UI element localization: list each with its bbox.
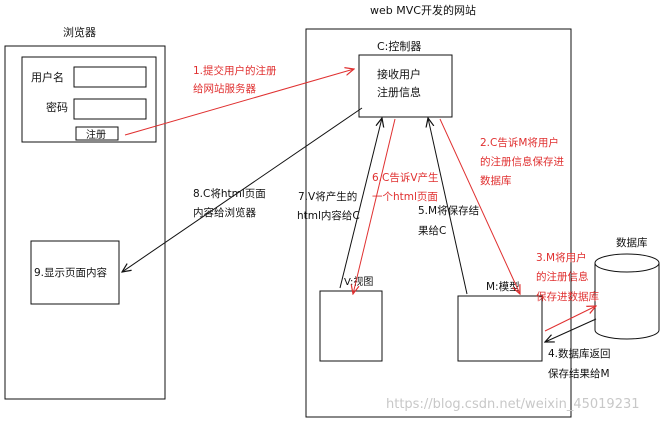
controller-box <box>358 54 453 118</box>
register-button[interactable] <box>75 126 119 141</box>
browser-frame <box>4 45 166 400</box>
svg-text:保存进数据库: 保存进数据库 <box>536 290 599 303</box>
arrow-step-1 <box>124 69 354 136</box>
view-label: V:视图 <box>344 275 373 288</box>
browser-title: 浏览器 <box>63 25 96 39</box>
watermark: https://blog.csdn.net/weixin_45019231 <box>386 397 640 412</box>
model-label: M:模型 <box>486 280 520 293</box>
arrow-step-6 <box>353 118 396 294</box>
step-2-label: 2.C告诉M将用户 的注册信息保存进 数据库 <box>480 136 564 187</box>
username-input[interactable] <box>73 66 147 88</box>
svg-text:1.提交用户的注册: 1.提交用户的注册 <box>193 64 277 77</box>
register-button-label: 注册 <box>86 128 106 141</box>
password-label: 密码 <box>46 100 68 114</box>
svg-text:保存结果给M: 保存结果给M <box>548 367 610 380</box>
svg-text:果给C: 果给C <box>418 224 446 237</box>
step-8-label: 8.C将html页面 内容给浏览器 <box>193 188 266 219</box>
arrow-step-8 <box>122 107 363 272</box>
database-label: 数据库 <box>616 236 648 249</box>
svg-text:2.C告诉M将用户: 2.C告诉M将用户 <box>480 136 559 149</box>
svg-text:的注册信息: 的注册信息 <box>536 270 589 283</box>
arrow-step-7 <box>339 118 382 289</box>
register-form <box>21 56 157 143</box>
svg-text:5.M将保存结: 5.M将保存结 <box>418 204 479 217</box>
svg-text:3.M将用户: 3.M将用户 <box>536 251 587 264</box>
controller-line-1: 接收用户 <box>377 67 421 81</box>
svg-text:8.C将html页面: 8.C将html页面 <box>193 188 266 200</box>
page-display-box <box>30 240 120 305</box>
username-label: 用户名 <box>31 70 64 84</box>
controller-line-2: 注册信息 <box>377 85 421 99</box>
step-6-label: 6.C告诉V产生 一个html页面 <box>372 171 439 203</box>
database-icon <box>594 253 660 340</box>
svg-text:一个html页面: 一个html页面 <box>372 191 438 203</box>
arrow-step-3 <box>544 306 596 332</box>
svg-text:的注册信息保存进: 的注册信息保存进 <box>480 155 564 168</box>
svg-text:7.V将产生的: 7.V将产生的 <box>298 190 357 203</box>
page-display-label: 9.显示页面内容 <box>34 266 108 279</box>
arrow-step-2 <box>439 118 520 294</box>
model-box <box>457 295 543 362</box>
svg-text:内容给浏览器: 内容给浏览器 <box>193 206 256 219</box>
website-title: web MVC开发的网站 <box>370 3 476 17</box>
view-box <box>319 290 383 362</box>
step-7-label: 7.V将产生的 html内容给C <box>297 190 360 222</box>
svg-text:4.数据库返回: 4.数据库返回 <box>548 347 611 360</box>
step-1-label: 1.提交用户的注册 给网站服务器 <box>193 64 277 95</box>
website-frame <box>305 28 572 418</box>
password-input[interactable] <box>73 98 147 120</box>
arrow-step-5 <box>428 118 468 295</box>
svg-text:6.C告诉V产生: 6.C告诉V产生 <box>372 171 439 184</box>
svg-text:html内容给C: html内容给C <box>297 209 360 222</box>
arrow-step-4 <box>545 318 597 342</box>
svg-text:数据库: 数据库 <box>480 174 512 187</box>
svg-text:给网站服务器: 给网站服务器 <box>193 82 256 95</box>
step-5-label: 5.M将保存结 果给C <box>418 204 479 237</box>
step-3-label: 3.M将用户 的注册信息 保存进数据库 <box>536 251 599 303</box>
controller-label: C:控制器 <box>377 39 421 53</box>
step-4-label: 4.数据库返回 保存结果给M <box>548 347 611 380</box>
